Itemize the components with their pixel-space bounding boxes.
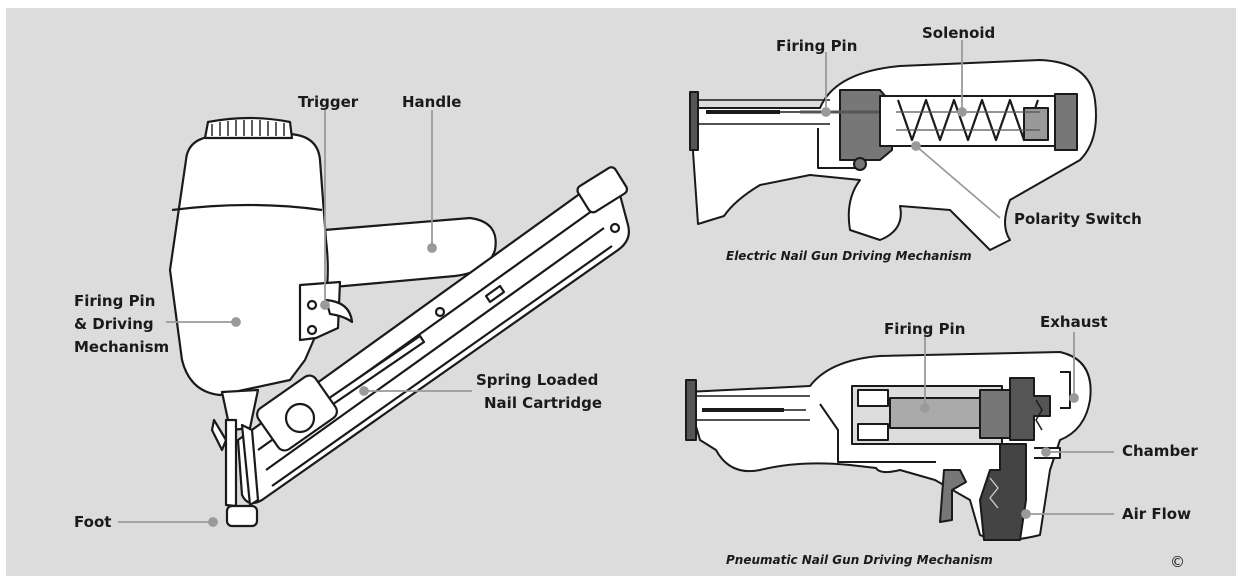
label-spring-loaded-line2: Nail Cartridge: [484, 394, 603, 412]
label-exhaust: Exhaust: [1040, 313, 1108, 331]
label-air-flow: Air Flow: [1122, 505, 1191, 523]
label-foot: Foot: [74, 513, 112, 531]
solenoid-coil: [896, 98, 1040, 142]
caption-pneumatic: Pneumatic Nail Gun Driving Mechanism: [726, 553, 993, 567]
label-firing-pin-driving-line3: Mechanism: [74, 338, 170, 356]
trigger-shape: [324, 298, 354, 324]
caption-electric: Electric Nail Gun Driving Mechanism: [726, 249, 972, 263]
label-spring-loaded-line1: Spring Loaded: [476, 371, 599, 389]
electric-mechanism-illustration: [689, 59, 1097, 251]
gun-body-shape: [168, 132, 329, 397]
pneumatic-mechanism-illustration: [685, 351, 1092, 541]
label-polarity-switch: Polarity Switch: [1014, 210, 1142, 228]
label-firing-pin-driving-line2: & Driving: [74, 315, 154, 333]
copyright-symbol: ©: [1170, 553, 1185, 571]
foot-shape: [225, 504, 259, 528]
label-chamber: Chamber: [1122, 442, 1198, 460]
nail-gun-illustration: [168, 116, 630, 528]
handle-shape: [298, 216, 497, 292]
label-firing-pin-driving-line1: Firing Pin: [74, 292, 156, 310]
label-trigger: Trigger: [298, 93, 359, 111]
leader-lines: [118, 40, 1114, 527]
label-electric-firing-pin: Firing Pin: [776, 37, 858, 55]
label-solenoid: Solenoid: [922, 24, 996, 42]
label-handle: Handle: [402, 93, 462, 111]
label-pneumatic-firing-pin: Firing Pin: [884, 320, 966, 338]
air-passage: [979, 443, 1027, 541]
pneumatic-valve: [1009, 377, 1051, 441]
